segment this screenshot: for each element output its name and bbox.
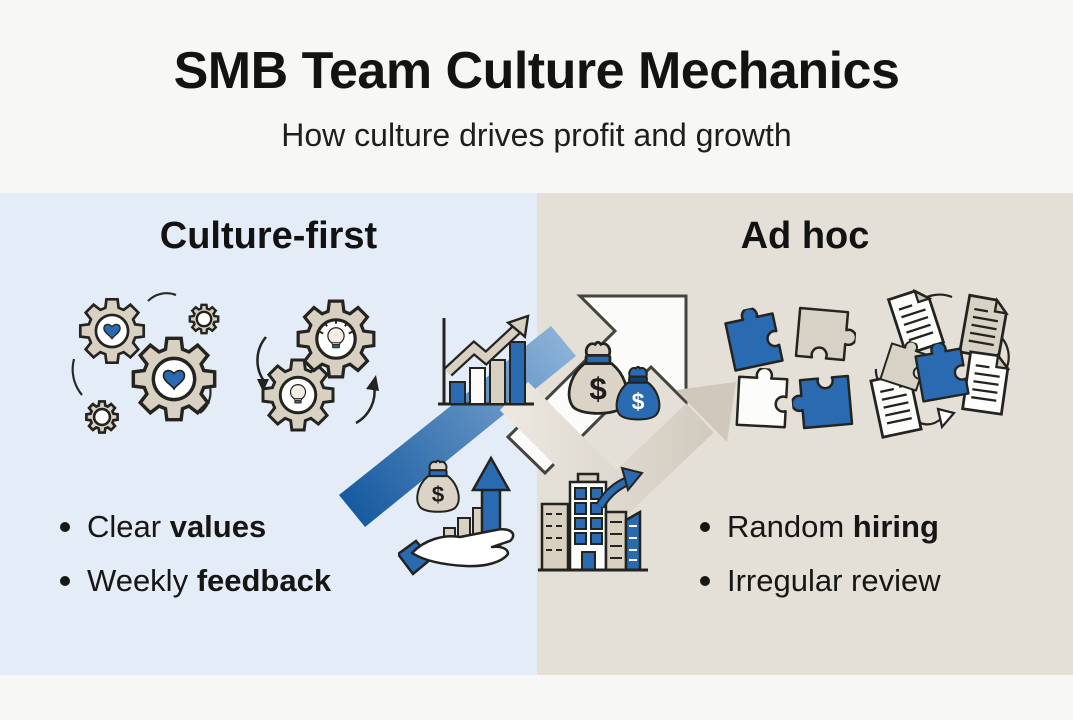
gears-hearts-icon <box>71 292 220 434</box>
bullet-text: Weekly feedback <box>87 563 332 598</box>
puzzle-piece-blue <box>789 374 854 431</box>
ad-hoc-panel <box>537 193 1073 675</box>
gear-with-bulb <box>296 299 376 379</box>
gear-with-heart <box>131 336 217 422</box>
building-left <box>540 502 570 572</box>
arrowhead-down <box>257 379 269 392</box>
document <box>961 350 1011 416</box>
list-item: Clear values <box>60 500 331 554</box>
open-hand <box>410 528 515 568</box>
puzzle-piece-white <box>735 366 790 429</box>
growth-bar-chart-icon <box>438 314 534 406</box>
scattered-documents-icon <box>869 286 1011 439</box>
arc-arrowhead <box>936 407 956 430</box>
building-center <box>568 472 608 572</box>
puzzle-piece-blue <box>722 302 784 372</box>
gear-with-bulb <box>261 358 335 432</box>
gears-lightbulbs-icon <box>256 299 379 432</box>
money-bag <box>416 459 460 513</box>
bullet-dot <box>60 522 70 532</box>
bullet-dot <box>700 576 710 586</box>
ad-hoc-heading: Ad hoc <box>740 215 870 257</box>
scattered-puzzle-icon <box>722 302 856 431</box>
growth-curve-arrow <box>595 466 644 509</box>
list-item: Random hiring <box>700 500 941 554</box>
list-item: Irregular review <box>700 554 941 608</box>
bullet-text: Clear values <box>87 509 267 544</box>
bullet-text: Irregular review <box>727 563 941 598</box>
bullet-text: Random hiring <box>727 509 939 544</box>
hand-money-growth-icon <box>398 455 515 576</box>
puzzle-piece-tan <box>794 306 856 363</box>
page-subtitle: How culture drives profit and growth <box>281 117 792 153</box>
chart-bars <box>449 341 526 405</box>
building-far-right <box>624 509 642 572</box>
trend-arrow <box>443 314 530 377</box>
culture-first-bullets: Clear values Weekly feedback <box>60 500 331 608</box>
volatile-path-arrow <box>499 381 736 526</box>
money-bag-small <box>615 365 661 421</box>
money-bags-icon <box>567 340 661 421</box>
bullet-dot <box>700 522 710 532</box>
list-item: Weekly feedback <box>60 554 331 608</box>
culture-first-heading: Culture-first <box>159 215 378 257</box>
arrowhead-up <box>366 375 379 391</box>
small-gear <box>188 303 220 335</box>
ad-hoc-bullets: Random hiring Irregular review <box>700 500 941 608</box>
small-gear <box>85 400 119 434</box>
building-right <box>604 510 628 572</box>
bullet-dot <box>60 576 70 586</box>
gear-with-heart <box>78 297 146 365</box>
document <box>958 293 1010 361</box>
office-buildings-icon <box>538 466 648 572</box>
page-title: SMB Team Culture Mechanics <box>173 42 900 100</box>
bulb-rays <box>319 320 353 335</box>
